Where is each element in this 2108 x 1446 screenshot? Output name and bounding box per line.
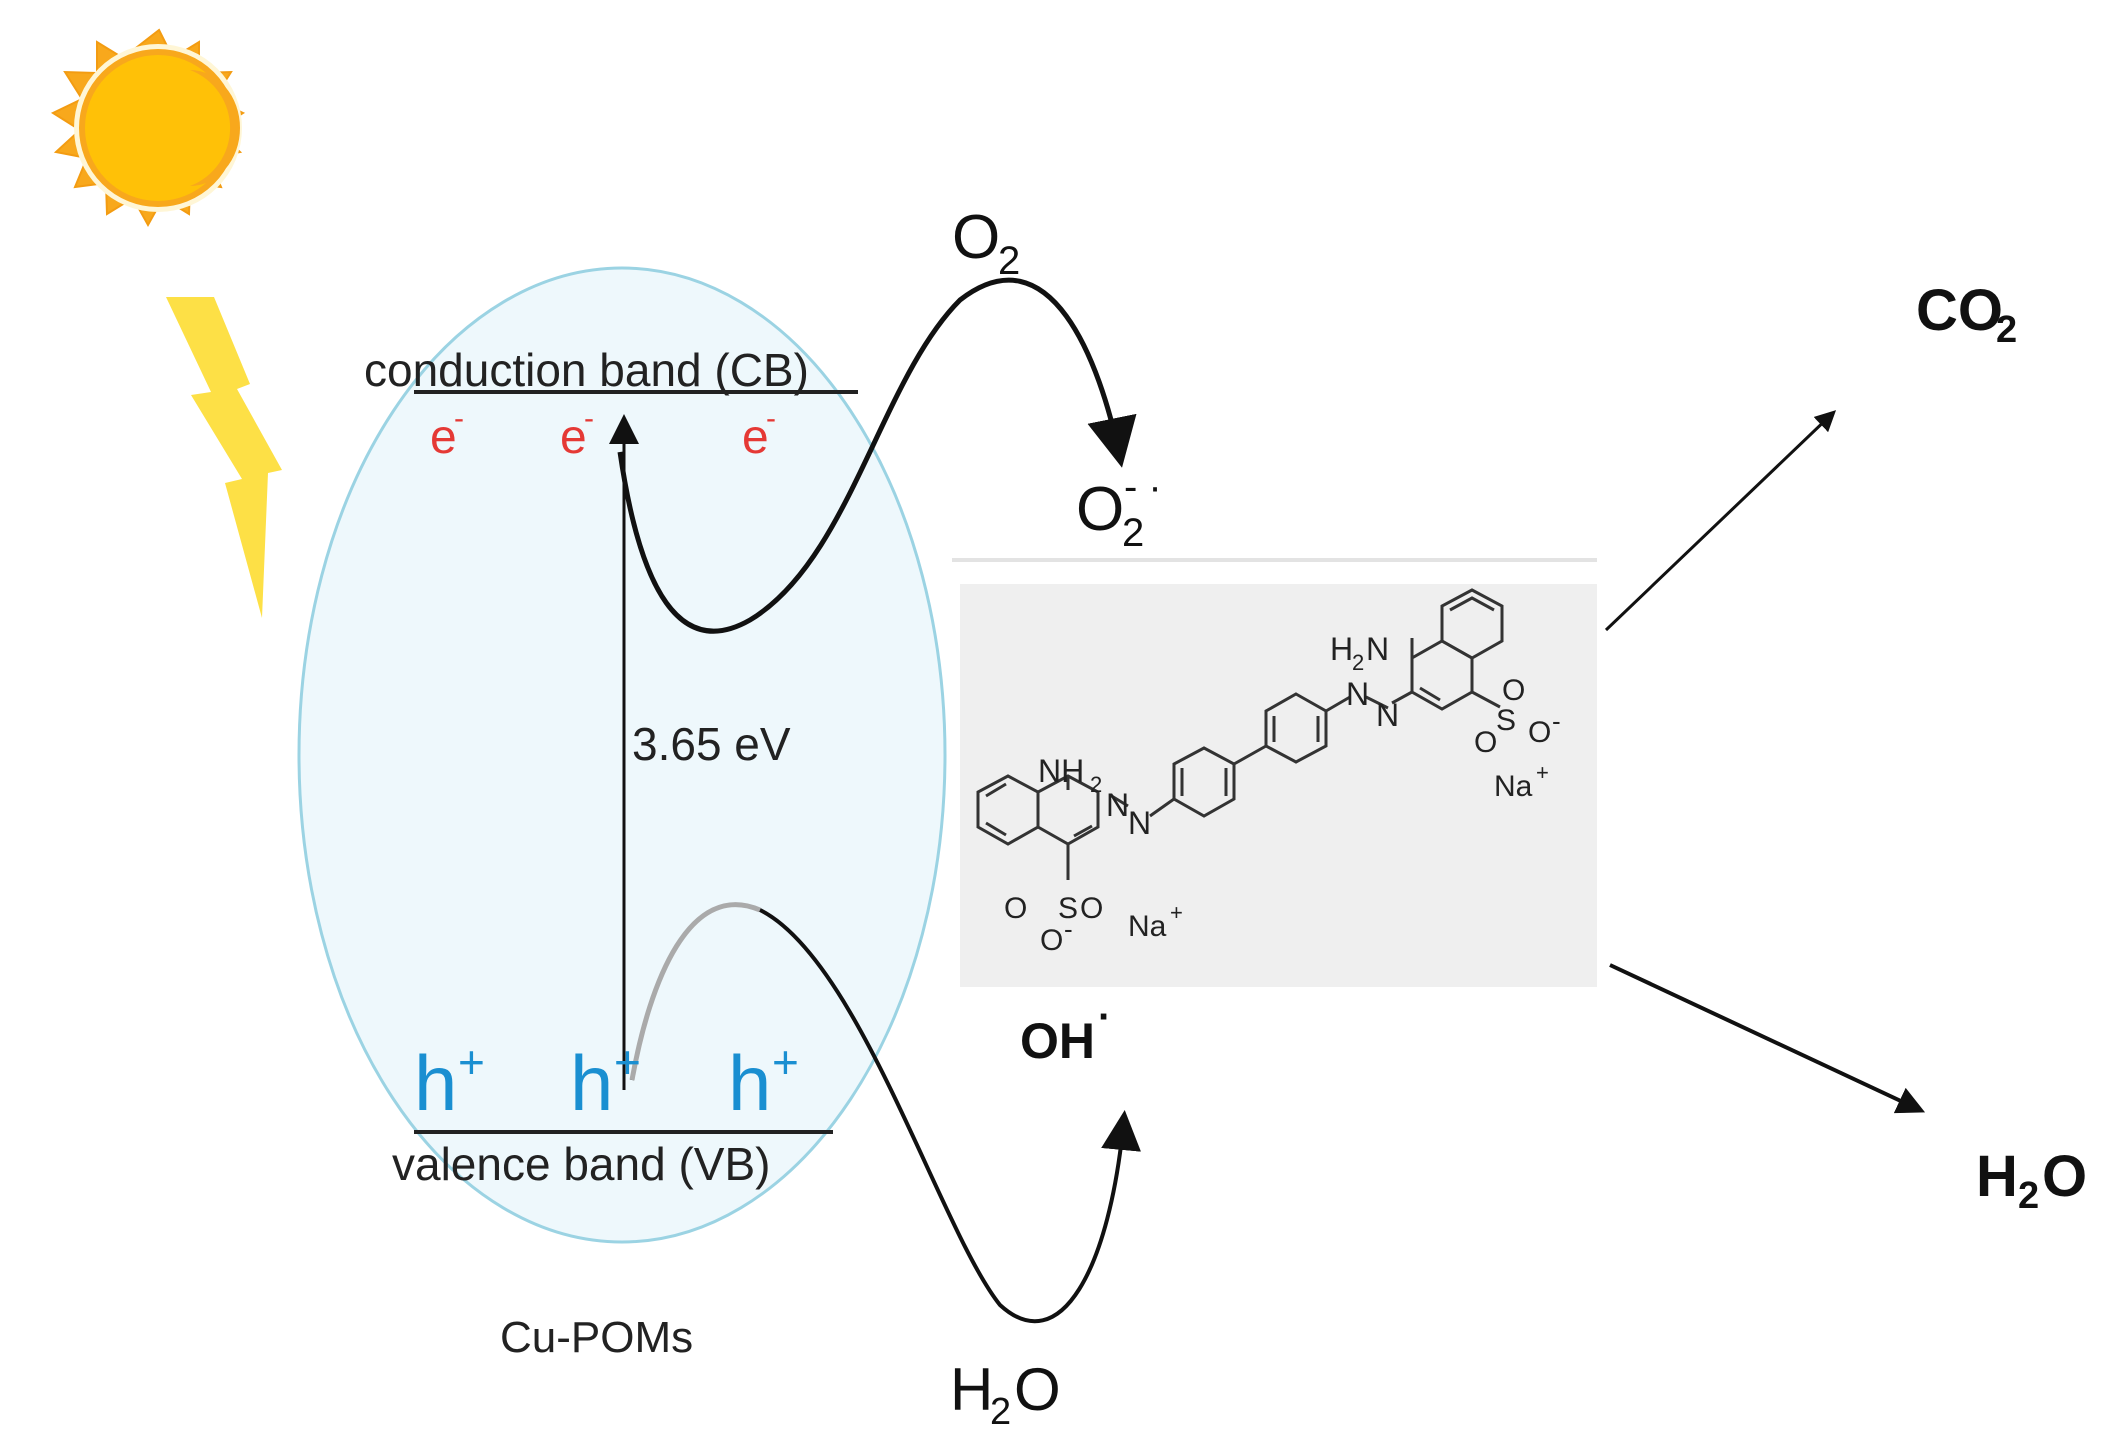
- svg-text:CO: CO: [1916, 278, 2003, 343]
- svg-text:O: O: [952, 203, 1000, 272]
- svg-text:O: O: [1004, 892, 1027, 925]
- svg-text:N: N: [1376, 697, 1399, 733]
- catalyst-label: Cu-POMs: [500, 1313, 693, 1362]
- molecule-box: [960, 584, 1597, 987]
- svg-text:H: H: [1330, 631, 1353, 667]
- hole-curve-highlight: [629, 902, 761, 1081]
- svg-text:- ·: - ·: [1124, 465, 1162, 509]
- svg-text:N: N: [1106, 787, 1129, 823]
- svg-text:N: N: [1366, 631, 1389, 667]
- lightning-bolt-icon: [166, 297, 282, 618]
- svg-text:-: -: [584, 402, 594, 435]
- catalyst-particle: [297, 266, 947, 1244]
- water-label: H 2 O: [950, 1356, 1061, 1433]
- svg-text:2: 2: [1090, 772, 1102, 797]
- arrow-to-h2o: [1609, 963, 1926, 1114]
- svg-text:H: H: [950, 1356, 993, 1423]
- svg-text:·: ·: [1098, 995, 1111, 1039]
- svg-text:+: +: [458, 1036, 485, 1088]
- svg-text:Na: Na: [1128, 910, 1167, 943]
- hydroxyl-radical-label: OH ·: [1020, 995, 1111, 1069]
- svg-text:O: O: [1080, 892, 1103, 925]
- electron-2: e -: [560, 402, 594, 464]
- svg-text:O: O: [1502, 674, 1525, 707]
- svg-text:-: -: [766, 402, 776, 435]
- svg-text:e: e: [742, 411, 769, 464]
- hole-1: h +: [414, 1036, 485, 1127]
- carbon-dioxide-label: CO 2: [1916, 278, 2017, 351]
- svg-text:2: 2: [1122, 511, 1144, 555]
- svg-text:Na: Na: [1494, 770, 1533, 803]
- svg-text:NH: NH: [1038, 753, 1084, 789]
- svg-text:O: O: [1040, 924, 1063, 957]
- svg-text:e: e: [560, 411, 587, 464]
- svg-text:2: 2: [2018, 1175, 2039, 1217]
- superoxide-label: O 2 - ·: [1076, 465, 1162, 555]
- sun-icon: [50, 28, 246, 228]
- svg-text:2: 2: [998, 239, 1020, 283]
- oxygen-label: O 2: [952, 203, 1020, 283]
- electron-transfer-curve: [617, 277, 1137, 634]
- svg-text:2: 2: [1996, 309, 2017, 351]
- svg-text:O: O: [1474, 726, 1497, 759]
- svg-text:O: O: [2042, 1144, 2087, 1209]
- svg-text:-: -: [454, 402, 464, 435]
- svg-text:O: O: [1528, 716, 1551, 749]
- svg-text:S: S: [1058, 892, 1078, 925]
- svg-text:-: -: [1064, 914, 1073, 944]
- svg-text:+: +: [1170, 900, 1183, 925]
- svg-text:S: S: [1496, 704, 1516, 737]
- svg-text:e: e: [430, 411, 457, 464]
- svg-text:OH: OH: [1020, 1013, 1095, 1069]
- molecule-labels: H 2 N N N O S O - O Na + NH 2 N N O S O …: [1004, 631, 1561, 957]
- hole-3: h +: [728, 1036, 799, 1127]
- svg-text:+: +: [1536, 760, 1549, 785]
- arrow-to-co2: [1604, 410, 1837, 632]
- hole-2: h +: [570, 1036, 641, 1127]
- svg-text:-: -: [1552, 706, 1561, 736]
- valence-band-label: valence band (VB): [392, 1138, 770, 1190]
- svg-text:N: N: [1346, 676, 1369, 712]
- svg-text:2: 2: [1352, 650, 1364, 675]
- svg-text:+: +: [614, 1036, 641, 1088]
- svg-text:H: H: [1976, 1144, 2018, 1209]
- conduction-band-label: conduction band (CB): [364, 344, 809, 396]
- svg-text:h: h: [570, 1039, 613, 1127]
- water-product-label: H 2 O: [1976, 1144, 2087, 1217]
- svg-text:O: O: [1076, 475, 1124, 544]
- svg-text:+: +: [772, 1036, 799, 1088]
- svg-text:h: h: [728, 1039, 771, 1127]
- svg-text:O: O: [1014, 1356, 1061, 1423]
- electron-3: e -: [742, 402, 776, 464]
- svg-text:2: 2: [990, 1391, 1011, 1433]
- band-gap-label: 3.65 eV: [632, 718, 791, 770]
- svg-text:h: h: [414, 1039, 457, 1127]
- svg-text:N: N: [1128, 805, 1151, 841]
- electron-1: e -: [430, 402, 464, 464]
- congo-red-molecule: [976, 588, 1504, 880]
